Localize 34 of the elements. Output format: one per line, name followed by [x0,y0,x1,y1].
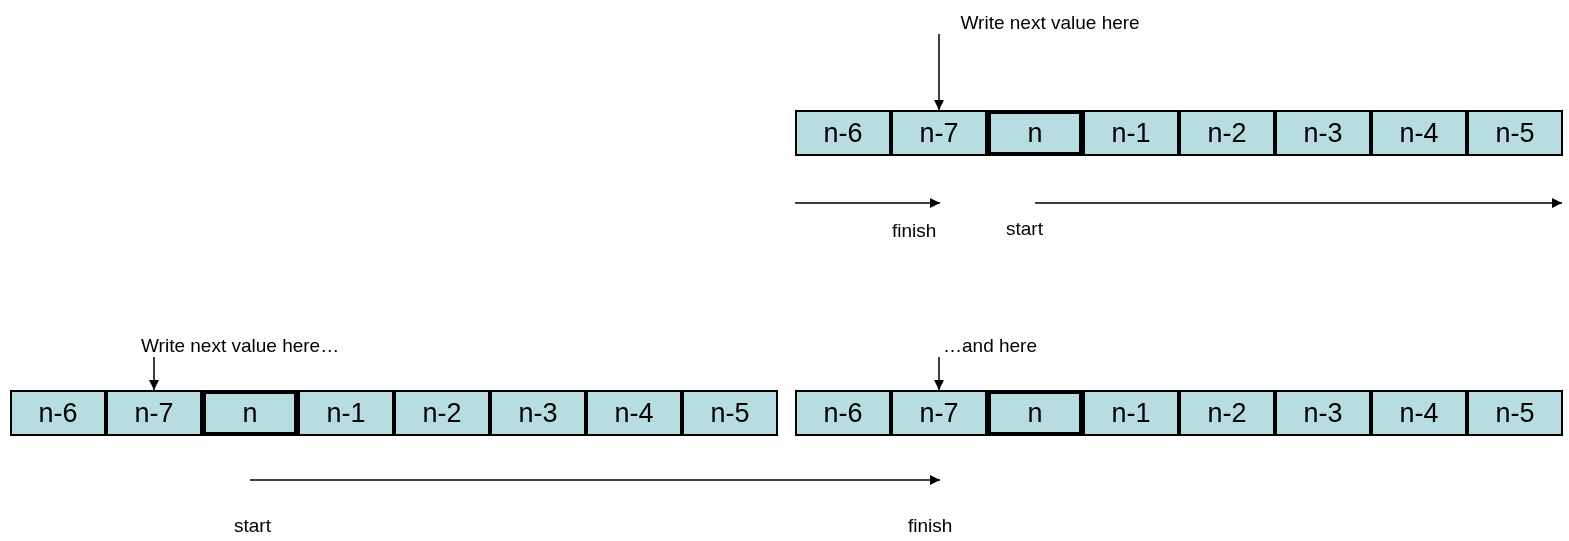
arrow [934,356,944,391]
buffer-slot: n [202,390,298,436]
direction-label: start [1006,218,1043,240]
buffer-slot: n-3 [490,390,586,436]
buffer-slot: n-5 [1467,390,1563,436]
buffer-slot: n-3 [1275,390,1371,436]
buffer-slot: n-1 [1083,110,1179,156]
buffer-slot: n-2 [394,390,490,436]
buffer-slot: n-5 [682,390,778,436]
buffer-slot: n-1 [1083,390,1179,436]
buffer-slot: n-1 [298,390,394,436]
direction-label: start [234,515,271,537]
arrow [149,356,159,391]
buffer-slot: n-6 [10,390,106,436]
buffer-slot: n-2 [1179,390,1275,436]
annotation-text: Write next value here… [141,335,340,357]
direction-label: finish [908,515,953,537]
buffer-slot: n-3 [1275,110,1371,156]
buffer-slot: n [987,390,1083,436]
buffer-slot: n-4 [1371,390,1467,436]
buffer-slot: n-2 [1179,110,1275,156]
buffer-slot: n [987,110,1083,156]
direction-label: finish [892,220,937,242]
buffer-slot: n-5 [1467,110,1563,156]
annotation-text: Write next value here [960,12,1140,34]
buffer-slot: n-6 [795,110,891,156]
buffer-slot: n-7 [891,390,987,436]
annotation-text: …and here [943,335,1037,357]
buffer-slot: n-4 [1371,110,1467,156]
buffer-slot: n-4 [586,390,682,436]
buffer-slot: n-7 [891,110,987,156]
arrow [934,33,944,111]
buffer-slot: n-6 [795,390,891,436]
buffer-slot: n-7 [106,390,202,436]
